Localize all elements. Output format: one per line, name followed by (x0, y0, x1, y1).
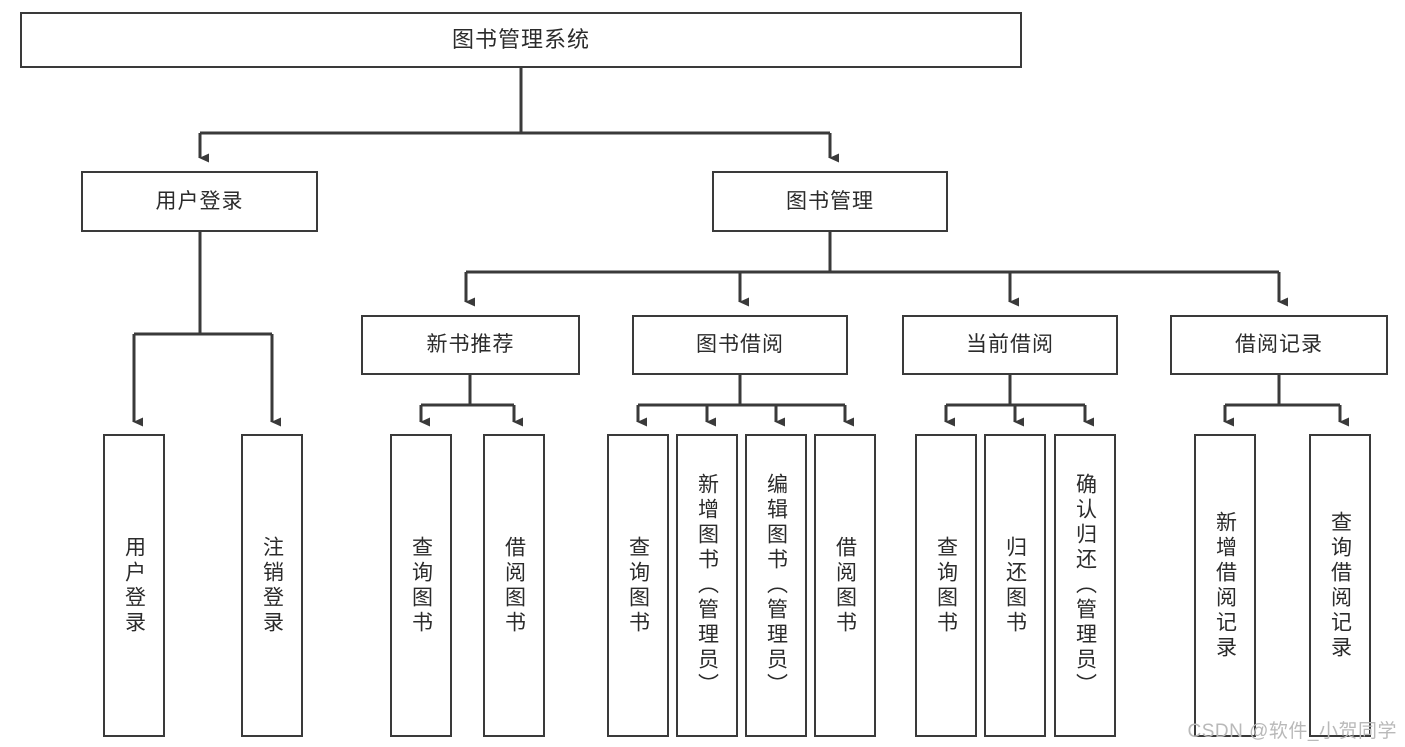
leaf-label: 新增图书（管理员） (695, 473, 719, 698)
node-book-manage[interactable]: 图书管理 (712, 171, 948, 232)
watermark: CSDN @软件_小贺同学 (1187, 721, 1397, 742)
leaf-current-borrow-2[interactable]: 归还图书 (984, 434, 1046, 737)
leaf-user-login-1[interactable]: 用户登录 (103, 434, 165, 737)
leaf-book-borrow-4[interactable]: 借阅图书 (814, 434, 876, 737)
node-new-book-rec-label: 新书推荐 (426, 333, 515, 357)
node-book-borrow[interactable]: 图书借阅 (632, 315, 848, 375)
leaf-label: 查询图书 (934, 535, 958, 636)
node-book-manage-label: 图书管理 (786, 189, 874, 213)
leaf-label: 用户登录 (122, 535, 146, 636)
leaf-new-book-rec-1[interactable]: 查询图书 (390, 434, 452, 737)
leaf-label: 注销登录 (260, 535, 284, 636)
node-new-book-rec[interactable]: 新书推荐 (361, 315, 580, 375)
node-current-borrow[interactable]: 当前借阅 (902, 315, 1118, 375)
node-book-borrow-label: 图书借阅 (696, 333, 784, 357)
leaf-label: 查询图书 (626, 535, 650, 636)
node-borrow-record[interactable]: 借阅记录 (1170, 315, 1388, 375)
node-borrow-record-label: 借阅记录 (1235, 333, 1323, 357)
leaf-label: 借阅图书 (833, 535, 857, 636)
leaf-label: 查询借阅记录 (1328, 510, 1352, 661)
leaf-borrow-record-2[interactable]: 查询借阅记录 (1309, 434, 1371, 737)
leaf-label: 新增借阅记录 (1213, 510, 1237, 661)
node-root-label: 图书管理系统 (451, 26, 590, 52)
node-root[interactable]: 图书管理系统 (20, 12, 1022, 68)
node-current-borrow-label: 当前借阅 (966, 333, 1054, 357)
leaf-current-borrow-3[interactable]: 确认归还（管理员） (1054, 434, 1116, 737)
leaf-label: 借阅图书 (502, 535, 526, 636)
leaf-book-borrow-1[interactable]: 查询图书 (607, 434, 669, 737)
leaf-book-borrow-3[interactable]: 编辑图书（管理员） (745, 434, 807, 737)
leaf-current-borrow-1[interactable]: 查询图书 (915, 434, 977, 737)
leaf-book-borrow-2[interactable]: 新增图书（管理员） (676, 434, 738, 737)
leaf-label: 确认归还（管理员） (1073, 473, 1097, 698)
leaf-label: 编辑图书（管理员） (764, 473, 788, 698)
leaf-new-book-rec-2[interactable]: 借阅图书 (483, 434, 545, 737)
leaf-label: 归还图书 (1003, 535, 1027, 636)
leaf-borrow-record-1[interactable]: 新增借阅记录 (1194, 434, 1256, 737)
leaf-user-login-2[interactable]: 注销登录 (241, 434, 303, 737)
node-user-login[interactable]: 用户登录 (81, 171, 318, 232)
node-user-login-label: 用户登录 (155, 189, 244, 213)
leaf-label: 查询图书 (409, 535, 433, 636)
